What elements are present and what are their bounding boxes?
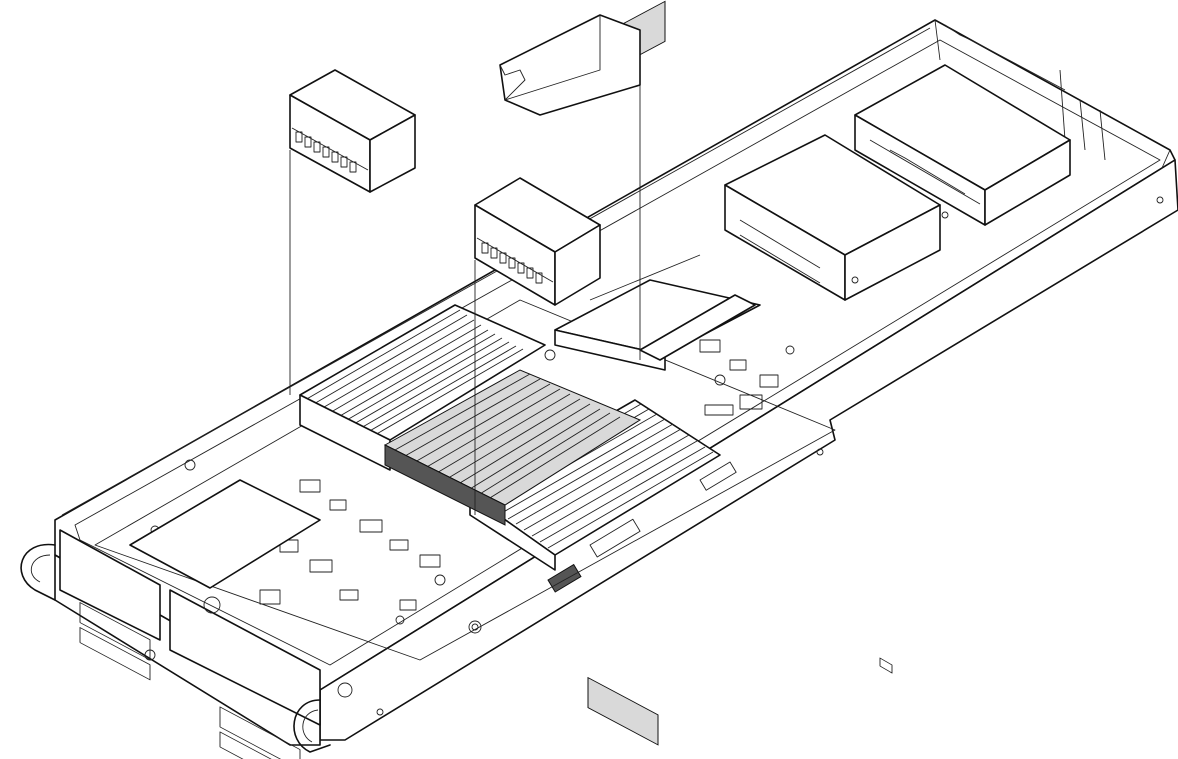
handle-left <box>20 543 56 601</box>
air-shroud <box>554 0 761 371</box>
dimm-bank-left <box>299 304 546 471</box>
front-io-panel <box>59 529 321 759</box>
board-heatsink-small <box>129 479 321 589</box>
module-upper-left <box>289 69 416 395</box>
module-center <box>474 177 601 515</box>
air-shroud-top <box>499 14 641 360</box>
drive-bay-front <box>724 134 949 301</box>
handle-right <box>293 699 331 753</box>
cpu-heatsink <box>383 369 659 746</box>
drive-bay-rear <box>854 64 1071 674</box>
